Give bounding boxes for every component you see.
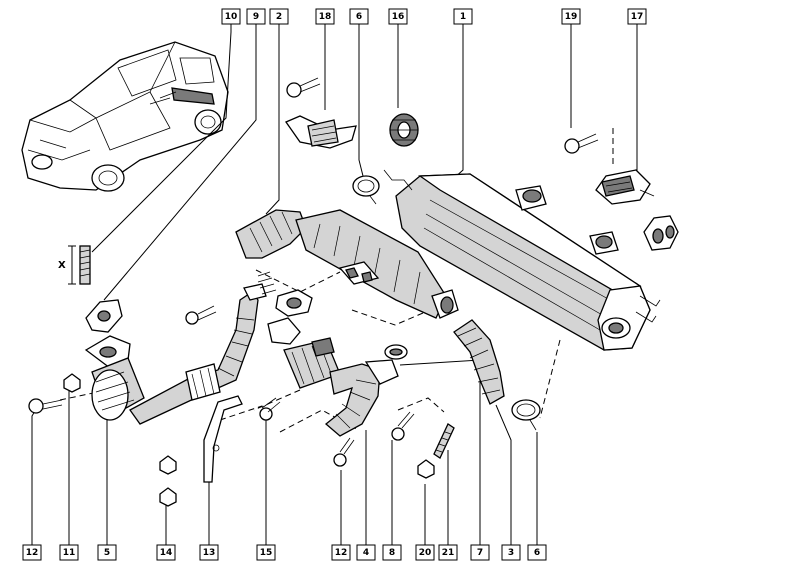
clamp-6-upper [352,175,380,205]
top-callout-10: 10 [221,8,241,25]
clamp-6-lower [511,399,541,431]
bottom-callout-20: 20 [415,544,435,561]
bottom-callout-8: 8 [382,544,402,561]
nut-20 [417,459,435,479]
callout-number: 19 [565,12,578,22]
dimension-x-label: X [58,260,66,271]
flange-gasket [275,289,313,317]
bottom-callout-6b: 6 [527,544,547,561]
top-callout-6a: 6 [349,8,369,25]
callout-number: 3 [508,548,514,558]
bolt-18 [286,77,321,98]
callout-number: 18 [319,12,332,22]
bottom-callout-12a: 12 [22,544,42,561]
bottom-callout-15: 15 [256,544,276,561]
bolt-8 [391,411,415,441]
callout-number: 11 [63,548,76,558]
bottom-callout-12b: 12 [331,544,351,561]
top-callout-17: 17 [627,8,647,25]
top-callout-1: 1 [453,8,473,25]
bottom-callout-5: 5 [97,544,117,561]
bolt-12-left [28,398,63,414]
top-callout-9: 9 [246,8,266,25]
top-callout-18: 18 [315,8,335,25]
bottom-callout-14: 14 [156,544,176,561]
bottom-callout-11: 11 [59,544,79,561]
rubber-mount-16 [389,113,419,147]
sealing-ring-7 [384,344,408,360]
callout-number: 10 [225,12,238,22]
manifold-gasket [85,299,123,333]
bottom-callout-4: 4 [356,544,376,561]
rubber-mount-17 [643,215,679,251]
nut-14-lower [159,487,177,507]
callout-number: 8 [389,548,395,558]
catalytic-converter [84,335,145,421]
rear-silencer [383,169,661,351]
intermediate-pipe [235,209,459,319]
bottom-callouts: 12 11 5 14 13 15 12 4 8 20 21 7 3 6 [22,544,547,561]
flange-spring [257,271,277,295]
callout-number: 16 [392,12,405,22]
front-downpipe [129,283,267,425]
car-illustration [21,41,229,192]
callout-number: 20 [419,548,432,558]
bolt-15 [259,397,281,421]
callout-number: 14 [160,548,173,558]
bottom-callout-3: 3 [501,544,521,561]
top-callout-16: 16 [388,8,408,25]
tail-pipe-3 [453,319,505,405]
callout-number: 4 [363,548,369,558]
callout-number: 6 [356,12,362,22]
bottom-callout-7: 7 [470,544,490,561]
support-bracket [203,395,243,483]
callout-number: 5 [104,548,110,558]
stud-21 [433,423,455,459]
bolt-19 [564,133,599,154]
top-callouts: 10 9 2 18 6 16 1 19 17 [221,8,647,25]
callout-number: 17 [631,12,644,22]
nut-11 [63,373,81,393]
callout-number: 21 [442,548,455,558]
callout-number: 7 [477,548,483,558]
nut-14-upper [159,455,177,475]
callout-number: 1 [460,12,466,22]
top-callout-2: 2 [269,8,289,25]
callout-number: 12 [335,548,348,558]
callout-number: 15 [260,548,273,558]
bottom-callout-21: 21 [438,544,458,561]
pipe-hanger-bracket [338,261,380,285]
stud-assembly: X [58,245,91,285]
callout-number: 9 [253,12,259,22]
top-callout-19: 19 [561,8,581,25]
callout-number: 13 [203,548,216,558]
bolt-12-middle [333,437,355,467]
callout-number: 2 [276,12,282,22]
flange-bolt [185,305,217,325]
hanger-bracket-17 [595,169,655,205]
callout-number: 12 [26,548,39,558]
hanger-bracket-18 [285,115,357,149]
bottom-callout-13: 13 [199,544,219,561]
flex-joint-pipe [267,317,399,437]
callout-number: 6 [534,548,540,558]
